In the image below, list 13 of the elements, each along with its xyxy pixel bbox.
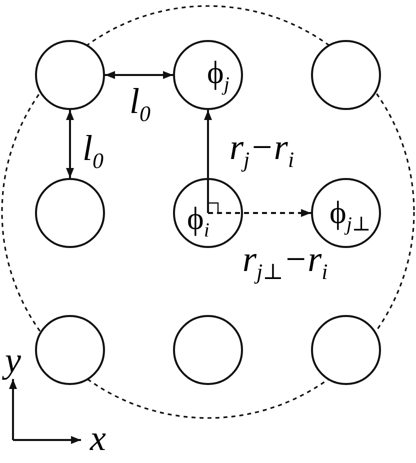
arrow <box>105 71 173 79</box>
edge-label: l$_{0}$ <box>128 83 152 126</box>
axis-label: y <box>3 342 23 378</box>
arrow <box>204 110 212 213</box>
field-symbol: ϕ$_{i}$ <box>187 202 210 240</box>
axis-label: x <box>88 420 107 456</box>
edge-label: r$_{j⊥}$−r$_{i}$ <box>242 241 329 284</box>
arrow <box>208 209 311 217</box>
edge-label: l$_{0}$ <box>82 130 105 172</box>
edge-label: r$_{j}$−r$_{i}$ <box>228 129 296 172</box>
arrow <box>66 110 74 178</box>
field-symbol: ϕ$_{j⊥}$ <box>330 196 371 234</box>
field-symbol: ϕ$_{j}$ <box>207 56 230 94</box>
